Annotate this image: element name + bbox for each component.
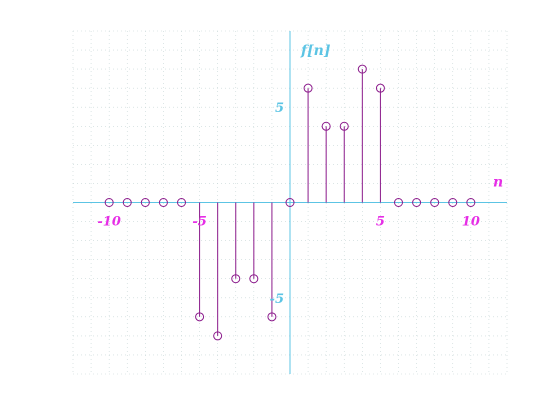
y-tick-label: -5 [270, 292, 284, 307]
tick-labels: -10 -5 5 10 5 -5 [97, 101, 479, 307]
stem-marker [231, 274, 241, 284]
stem-marker [430, 198, 440, 207]
stem-marker [177, 198, 186, 207]
stem-marker [213, 331, 223, 341]
stem-series [104, 64, 476, 341]
stem-marker [285, 198, 295, 207]
stem-marker [267, 312, 277, 322]
stem-marker [448, 198, 458, 207]
stem-marker [303, 83, 313, 93]
stem-marker [158, 198, 168, 207]
stem-marker [249, 274, 259, 284]
stem-marker [321, 121, 331, 131]
y-axis-label: f[n] [300, 43, 331, 59]
stem-marker [394, 198, 403, 207]
x-tick-label: 10 [462, 215, 480, 230]
stem-marker [466, 198, 476, 207]
x-axis-label: n [493, 175, 503, 191]
stem-marker [122, 198, 132, 207]
stem-marker [195, 312, 205, 322]
stem-marker [357, 64, 367, 74]
x-tick-label: -5 [192, 215, 206, 230]
stem-marker [412, 198, 422, 207]
x-tick-label: 5 [376, 215, 385, 230]
stem-marker [339, 121, 349, 131]
y-tick-label: 5 [275, 101, 284, 116]
stem-marker [104, 198, 114, 207]
stem-marker [375, 83, 385, 93]
x-tick-label: -10 [97, 215, 121, 230]
stem-marker [140, 198, 150, 207]
